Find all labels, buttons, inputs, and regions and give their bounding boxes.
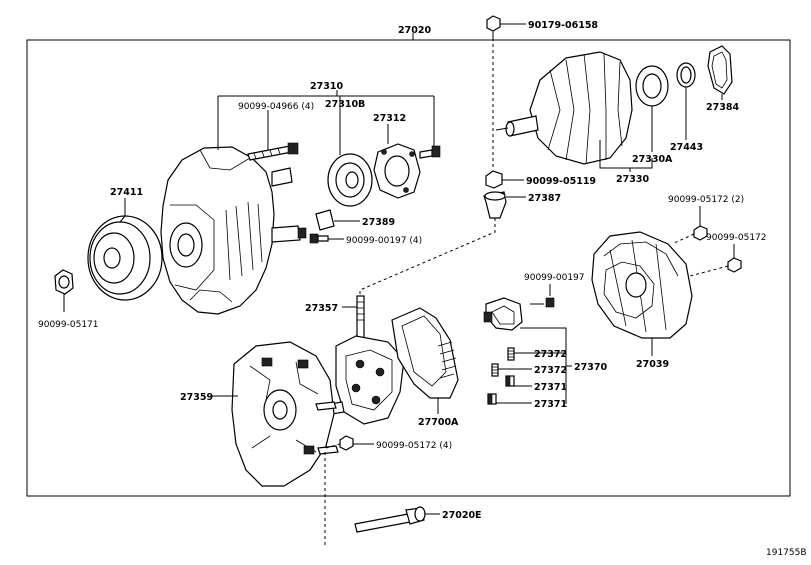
bolt-06158-illustration: [486, 15, 501, 38]
label-27387: 27387: [528, 193, 561, 204]
bush-27387-illustration: [483, 191, 507, 219]
label-27372-b: 27372: [534, 365, 567, 376]
bearing-27330a-illustration: [635, 65, 669, 152]
label-27370: 27370: [574, 362, 607, 373]
brushes-27371-illustration: [487, 375, 515, 405]
label-27330: 27330: [616, 174, 649, 185]
label-27700a: 27700A: [418, 417, 459, 428]
screw-00197-4-illustration: [309, 233, 344, 244]
nut-05171-illustration: [54, 269, 74, 295]
label-90099-05171: 90099-05171: [38, 320, 99, 330]
label-27359: 27359: [180, 392, 213, 403]
label-90099-04966: 90099-04966 (4): [238, 102, 314, 112]
screw-27312-illustration: [419, 96, 441, 159]
label-27310: 27310: [310, 81, 343, 92]
rotor-illustration: [495, 51, 633, 165]
rectifier-27357-illustration: [329, 295, 405, 425]
label-27310b: 27310B: [325, 99, 365, 110]
brush-holder-27370-illustration: [483, 297, 523, 331]
nut-05172-4-illustration: [339, 435, 354, 451]
label-27372-a: 27372: [534, 349, 567, 360]
drive-end-housing-illustration: [160, 146, 307, 315]
screw-00197-illustration: [530, 297, 555, 308]
label-90179-06158: 90179-06158: [528, 20, 598, 31]
label-90099-00197-4: 90099-00197 (4): [346, 236, 422, 246]
label-27371-b: 27371: [534, 399, 567, 410]
label-90099-05172-2: 90099-05172 (2): [668, 195, 744, 205]
ring-27443-illustration: [676, 62, 696, 140]
pulley-illustration: [87, 215, 163, 301]
label-27020: 27020: [398, 25, 431, 36]
label-27384: 27384: [706, 102, 739, 113]
cover-27384-illustration: [707, 45, 733, 100]
label-27411: 27411: [110, 187, 143, 198]
label-27039: 27039: [636, 359, 669, 370]
label-27389: 27389: [362, 217, 395, 228]
bearing-27310b-illustration: [327, 110, 373, 207]
springs-27372-illustration: [491, 347, 515, 377]
nut-05119-illustration: [485, 170, 503, 189]
rear-frame-27359-illustration: [231, 341, 339, 487]
label-27312: 27312: [373, 113, 406, 124]
retainer-27312-illustration: [373, 124, 421, 199]
rear-cover-27039-illustration: [591, 231, 693, 339]
label-90099-00197: 90099-00197: [524, 273, 585, 283]
label-27330a: 27330A: [632, 154, 673, 165]
nut-05172-illustration: [727, 257, 742, 273]
label-27357: 27357: [305, 303, 338, 314]
label-90099-05119: 90099-05119: [526, 176, 596, 187]
label-27371-a: 27371: [534, 382, 567, 393]
label-27020e: 27020E: [442, 510, 482, 521]
label-90099-05172: 90099-05172: [706, 233, 767, 243]
through-bolt-27020e-illustration: [354, 506, 426, 533]
regulator-27700a-illustration: [391, 307, 459, 399]
plate-27389-illustration: [315, 209, 360, 231]
assembly-frame: [26, 39, 791, 497]
label-27443: 27443: [670, 142, 703, 153]
label-90099-05172-4: 90099-05172 (4): [376, 441, 452, 451]
figure-reference: 191755B: [766, 548, 807, 558]
screw-04966-illustration: [247, 110, 299, 161]
